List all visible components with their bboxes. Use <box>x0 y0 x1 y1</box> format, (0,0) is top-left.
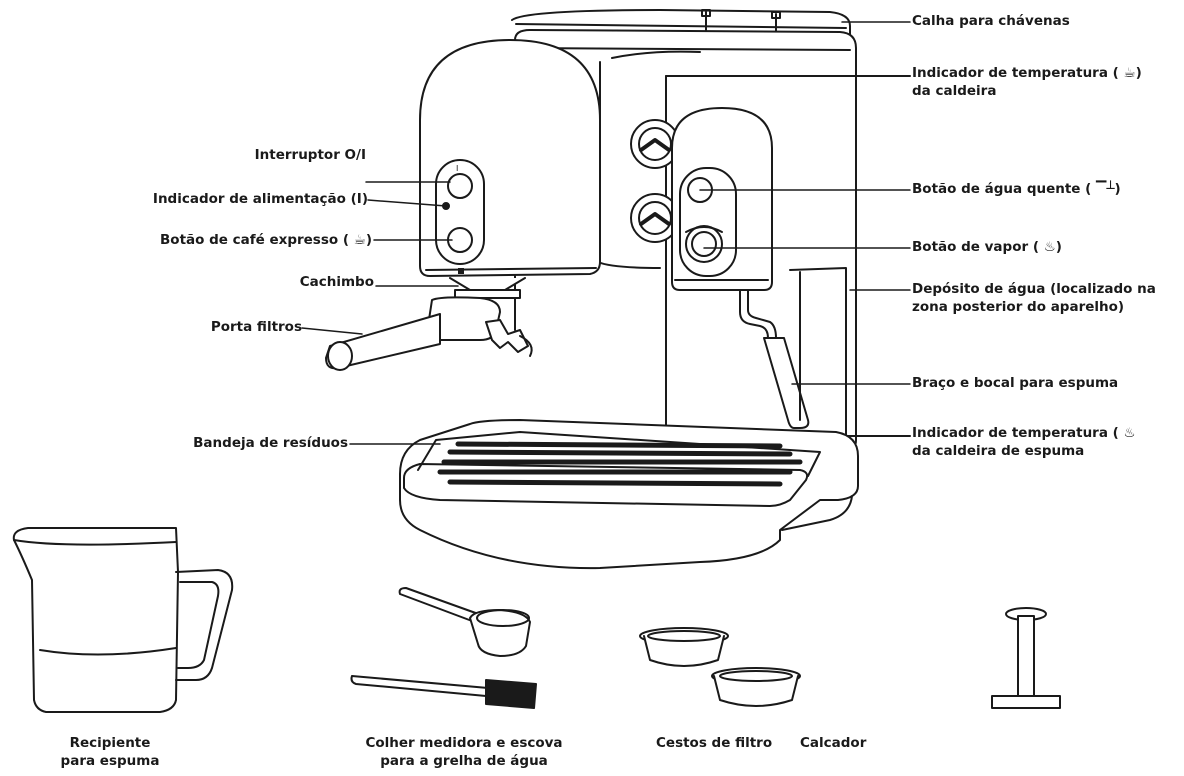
label-power-indicator: Indicador de alimentação (I) <box>152 191 368 207</box>
frothing-pitcher <box>12 527 234 713</box>
label-spoon-brush-line2: para a grelha de água <box>380 753 548 769</box>
label-steam-button: Botão de vapor ( ♨) <box>912 239 1062 255</box>
cleaning-brush <box>350 675 537 709</box>
label-boiler-temperature-indicator-line1: Indicador de temperatura ( ☕) <box>912 65 1142 81</box>
svg-text:I: I <box>456 164 458 173</box>
drip-tray-grille <box>437 441 803 487</box>
label-tamper: Calcador <box>800 735 867 751</box>
label-steam-temperature-indicator-line1: Indicador de temperatura ( ♨ <box>912 425 1136 441</box>
filter-basket-2 <box>711 667 801 707</box>
label-steam-wand: Braço e bocal para espuma <box>912 375 1119 391</box>
label-water-tank-line2: zona posterior do aparelho) <box>912 299 1125 315</box>
filter-basket-1 <box>639 627 729 667</box>
label-hot-water-button: Botão de água quente ( ▔┴) <box>912 181 1121 197</box>
label-espresso-button: Botão de café expresso ( ☕) <box>160 232 372 248</box>
water-tank <box>789 267 847 445</box>
left-dome-housing: I <box>419 39 601 277</box>
steam-dome-housing <box>671 107 773 291</box>
steam-wand <box>739 289 810 429</box>
label-filter-baskets: Cestos de filtro <box>656 735 773 751</box>
label-frothing-pitcher-line2: para espuma <box>60 753 160 769</box>
label-drip-tray: Bandeja de resíduos <box>193 435 348 451</box>
label-cup-tray: Calha para chávenas <box>912 13 1070 29</box>
power-switch[interactable] <box>447 173 473 199</box>
cup-tray-rail <box>511 9 851 41</box>
leader-lines <box>301 21 911 445</box>
label-steam-temperature-indicator-line2: da caldeira de espuma <box>912 443 1085 459</box>
label-power-switch: Interruptor O/I <box>254 147 366 163</box>
tamper <box>991 607 1061 709</box>
portafilter <box>325 296 533 371</box>
label-frothing-pitcher-line1: Recipiente <box>69 735 151 751</box>
label-boiler-temperature-indicator-line2: da caldeira <box>912 83 997 99</box>
label-portafilter: Porta filtros <box>210 319 302 335</box>
label-group-head: Cachimbo <box>299 274 374 290</box>
group-head <box>449 277 526 299</box>
label-water-tank-line1: Depósito de água (localizado na <box>912 281 1156 297</box>
boiler-temperature-gauge <box>630 119 680 169</box>
measuring-spoon <box>398 587 531 657</box>
label-spoon-brush-line1: Colher medidora e escova <box>365 735 563 751</box>
espresso-machine: I <box>325 9 911 570</box>
drip-tray <box>399 419 859 570</box>
